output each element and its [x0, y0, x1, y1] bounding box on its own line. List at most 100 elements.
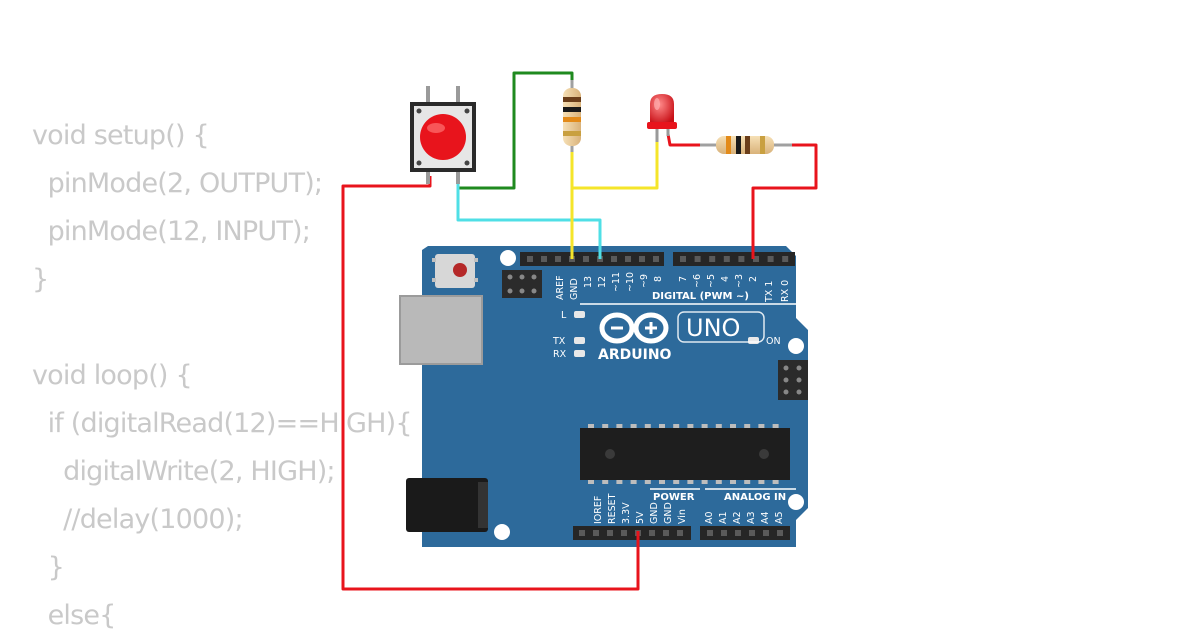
header-pin[interactable]	[607, 530, 613, 536]
header-pin[interactable]	[579, 530, 585, 536]
header-pin[interactable]	[583, 256, 589, 262]
header-pin[interactable]	[723, 256, 730, 262]
resistor-pulldown[interactable]	[563, 80, 581, 152]
header-pin[interactable]	[763, 530, 769, 536]
pin-label-gnd2: GND	[663, 502, 674, 524]
wire-cyan-pin12[interactable]	[456, 182, 602, 259]
led-label-on: ON	[766, 336, 781, 347]
pin-label-4: 4	[720, 276, 731, 282]
mounting-hole	[500, 250, 516, 266]
reset-button[interactable]	[432, 254, 478, 288]
header-pin[interactable]	[767, 256, 774, 262]
power-jack	[406, 478, 488, 532]
bottom-pins[interactable]	[579, 530, 783, 536]
header-pin[interactable]	[621, 530, 627, 536]
pin-label-reset: RESET	[607, 493, 618, 524]
chip-leg	[687, 480, 694, 484]
header-pin[interactable]	[527, 256, 533, 262]
resistor-led[interactable]	[700, 136, 792, 154]
pin-label-6: ~6	[692, 274, 703, 288]
wire-red-5v[interactable]	[341, 176, 640, 591]
pin-label-a4: A4	[760, 511, 771, 524]
pin-label-12: 12	[597, 276, 608, 288]
mounting-hole	[494, 524, 510, 540]
digital-header-right	[673, 252, 795, 266]
led-red[interactable]	[647, 94, 677, 142]
header-pin[interactable]	[738, 256, 745, 262]
header-pin[interactable]	[735, 530, 741, 536]
digital-header-label: DIGITAL (PWM ~)	[652, 291, 749, 302]
header-pin[interactable]	[593, 530, 599, 536]
led-body	[650, 94, 674, 124]
brand-name: ARDUINO	[598, 347, 672, 363]
pin-label-11: ~11	[611, 272, 622, 292]
header-pin[interactable]	[541, 256, 547, 262]
pin-label-8: 8	[653, 276, 664, 282]
pin-label-ioref: IOREF	[593, 496, 604, 524]
chip-leg	[744, 480, 751, 484]
header-pin[interactable]	[653, 256, 659, 262]
chip-leg	[588, 480, 594, 484]
analog-header	[700, 526, 790, 540]
arduino-logo: ARDUINO	[598, 312, 672, 363]
chip-leg	[701, 424, 708, 428]
digital-header-left	[520, 252, 664, 266]
wire-red-led[interactable]	[666, 133, 708, 147]
chip-leg	[730, 480, 736, 484]
chip-leg	[772, 480, 779, 484]
chip-leg	[659, 424, 665, 428]
code-line: }	[32, 264, 49, 295]
pin-label-10: ~10	[625, 272, 636, 292]
header-pin[interactable]	[677, 530, 683, 536]
chip-leg	[758, 424, 765, 428]
led-label-rx: RX	[553, 349, 567, 360]
header-pin[interactable]	[721, 530, 727, 536]
chip-leg	[715, 424, 722, 428]
header-pin[interactable]	[707, 530, 713, 536]
icsp-header-side	[778, 360, 808, 400]
power-header-label: POWER	[653, 492, 695, 503]
chip-leg	[758, 480, 765, 484]
pin-label-9: ~9	[639, 274, 650, 288]
code-line: digitalWrite(2, HIGH);	[32, 456, 335, 487]
code-line: //delay(1000);	[32, 504, 243, 535]
code-line: else{	[32, 600, 117, 631]
header-pin[interactable]	[649, 530, 655, 536]
pin-label-2: 2	[748, 276, 759, 282]
mounting-hole	[788, 494, 804, 510]
arduino-uno-board[interactable]: AREF GND 13 12 ~11 ~10 ~9 8 7 ~6 ~5 4 ~3…	[399, 246, 808, 547]
header-pin[interactable]	[555, 256, 561, 262]
pin-label-3: ~3	[734, 274, 745, 288]
pin-label-a0: A0	[704, 511, 715, 524]
chip-leg	[616, 480, 623, 484]
chip-leg	[687, 424, 694, 428]
pin-label-gnd: GND	[569, 278, 580, 300]
chip-leg	[630, 424, 637, 428]
header-pin[interactable]	[625, 256, 631, 262]
header-pin[interactable]	[694, 256, 701, 262]
power-pin-labels: IOREF RESET 3.3V 5V GND GND Vin A0 A1 A2…	[593, 493, 785, 524]
push-button[interactable]	[410, 86, 476, 184]
pin-label-rx: RX 0	[780, 280, 791, 302]
header-pin[interactable]	[663, 530, 669, 536]
pin-label-a1: A1	[718, 511, 729, 524]
header-pin[interactable]	[782, 256, 789, 262]
power-header	[573, 526, 691, 540]
header-pin[interactable]	[639, 256, 645, 262]
pin-label-a2: A2	[732, 511, 743, 524]
header-pin[interactable]	[753, 256, 759, 262]
pin-label-vin: Vin	[677, 509, 688, 524]
wire-yellow-led[interactable]	[572, 140, 659, 190]
chip-leg	[588, 424, 594, 428]
model-badge: UNO	[677, 311, 765, 343]
header-pin[interactable]	[749, 530, 755, 536]
chip-leg	[602, 480, 609, 484]
header-pin[interactable]	[709, 256, 716, 262]
header-pin[interactable]	[777, 530, 783, 536]
header-pin[interactable]	[611, 256, 617, 262]
wire-red-pin2[interactable]	[751, 143, 818, 259]
pin-label-5v: 5V	[635, 511, 646, 524]
header-pin[interactable]	[680, 256, 686, 262]
